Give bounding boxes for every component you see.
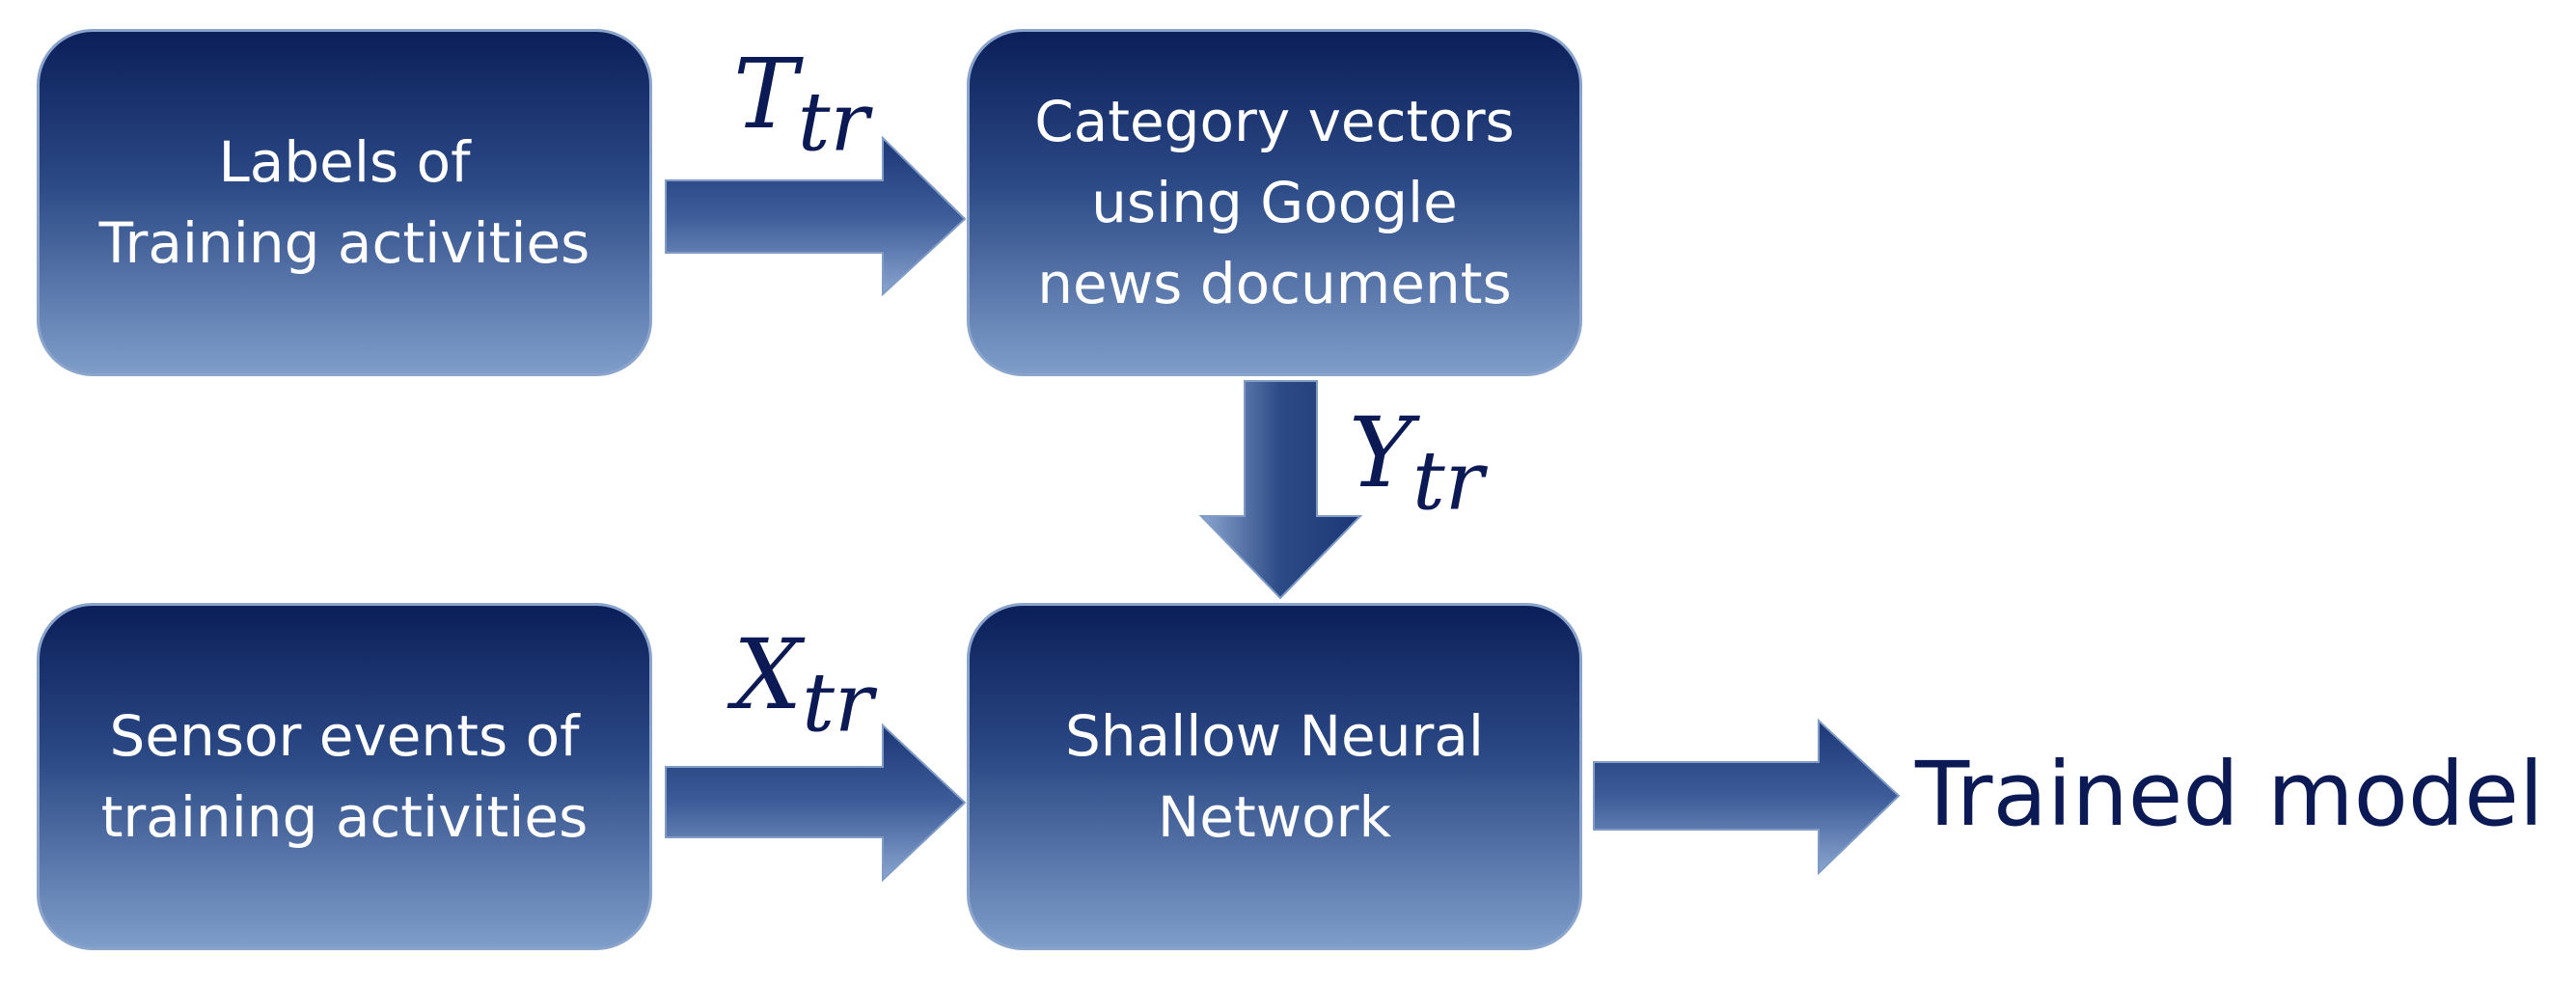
- node-category-vectors-text: Category vectors using Google news docum…: [1034, 88, 1515, 317]
- edge-label-t-tr-main: T: [733, 38, 798, 150]
- node-sensor-events-text: Sensor events of training activities: [100, 702, 589, 850]
- edge-label-x-tr-main: X: [733, 618, 803, 731]
- arrow-labels-to-category: [665, 135, 967, 297]
- edge-label-x-tr-sub: tr: [802, 655, 874, 751]
- edge-label-y-tr-main: Y: [1349, 396, 1413, 509]
- node-shallow-neural-network-text: Shallow Neural Network: [1064, 702, 1485, 850]
- edge-label-y-tr-sub: tr: [1412, 433, 1484, 529]
- node-shallow-neural-network: Shallow Neural Network: [967, 603, 1582, 950]
- edge-label-x-tr: Xtr: [733, 627, 873, 744]
- arrow-network-to-output: [1593, 718, 1901, 876]
- output-trained-model: Trained model: [1915, 743, 2544, 846]
- edge-label-t-tr: Ttr: [733, 46, 869, 163]
- node-category-vectors: Category vectors using Google news docum…: [967, 29, 1582, 376]
- arrow-sensor-to-network: [665, 723, 967, 883]
- edge-label-t-tr-sub: tr: [797, 74, 869, 170]
- node-sensor-events: Sensor events of training activities: [37, 603, 652, 950]
- edge-label-y-tr: Ytr: [1349, 405, 1484, 522]
- node-labels-text: Labels of Training activities: [98, 128, 590, 276]
- node-labels: Labels of Training activities: [37, 29, 652, 376]
- arrow-category-to-network: [1198, 380, 1363, 600]
